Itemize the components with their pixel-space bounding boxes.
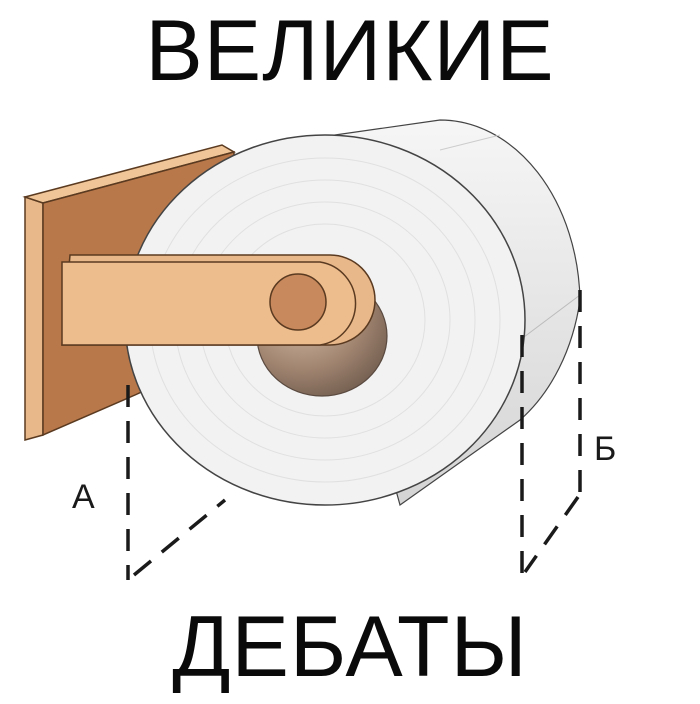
top-caption: ВЕЛИКИЕ [145,3,555,99]
bottom-caption: ДЕБАТЫ [172,599,528,695]
option-a-label: А [72,478,95,516]
dashed-guide-a [126,385,227,580]
option-b-label: Б [594,430,617,468]
dashed-guide-b [520,290,582,575]
holder-pin [269,273,327,331]
holder-arm [61,254,376,346]
